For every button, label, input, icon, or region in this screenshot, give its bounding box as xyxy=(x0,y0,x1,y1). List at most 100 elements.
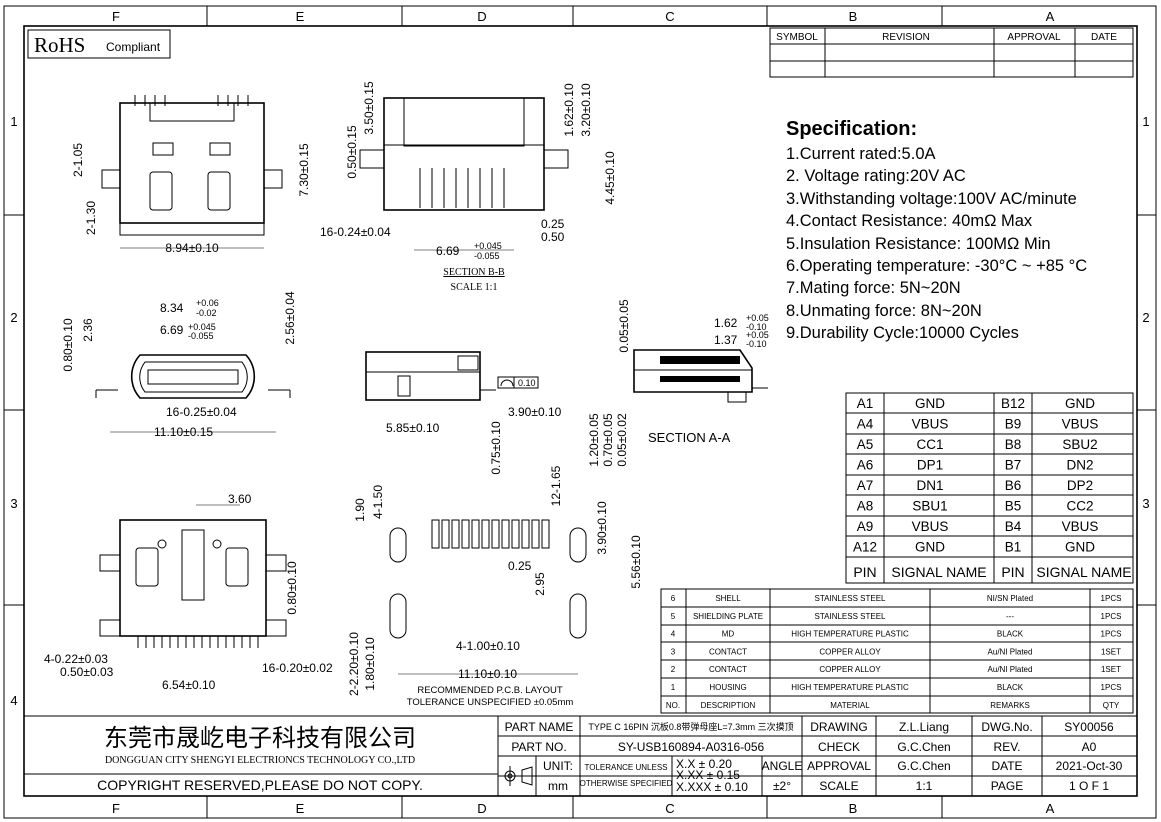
pcb-layout-view xyxy=(389,519,587,675)
pin-id: B1 xyxy=(1005,540,1022,555)
scale-value: 1:1 xyxy=(916,779,933,793)
zone-col-label: C xyxy=(665,801,674,816)
bom-cell: SHIELDING PLATE xyxy=(693,612,763,621)
part-no-label: PART NO. xyxy=(511,740,566,754)
spec-item: 4.Contact Resistance: 40mΩ Max xyxy=(786,212,1033,231)
outer-frame xyxy=(3,5,1157,819)
spec-item: 7.Mating force: 5N~20N xyxy=(786,279,961,298)
dim-label: 1.62 xyxy=(714,316,738,330)
bom-header: QTY xyxy=(1103,701,1120,710)
spec-item: 6.Operating temperature: -30°C ~ +85 °C xyxy=(786,257,1088,276)
dim-label: 2-1.05 xyxy=(71,143,85,177)
bom-cell: 1SET xyxy=(1101,647,1121,656)
section-bb-scale: SCALE 1:1 xyxy=(451,282,498,293)
zone-col-label: F xyxy=(112,9,120,24)
side-view xyxy=(365,351,539,401)
zone-col-label: A xyxy=(1046,9,1055,24)
dim-label: 0.25 xyxy=(541,217,565,231)
dim-label: 0.80±0.10 xyxy=(61,318,75,372)
dim-tol: +0.05 xyxy=(746,330,769,340)
pin-signal: DN2 xyxy=(1066,458,1093,473)
dim-label: 1.62±0.10 xyxy=(562,83,576,137)
pin-id: B4 xyxy=(1005,519,1022,534)
rev-header: SYMBOL xyxy=(776,32,818,43)
rohs-box xyxy=(27,29,171,59)
spec-item: 2. Voltage rating:20V AC xyxy=(786,167,966,186)
page-value: 1 O F 1 xyxy=(1069,779,1109,793)
pin-id: B12 xyxy=(1001,396,1025,411)
bom-cell: 2 xyxy=(671,665,676,674)
bom-cell: 1SET xyxy=(1101,665,1121,674)
part-name-label: PART NAME xyxy=(505,720,574,734)
zone-row-label: 3 xyxy=(10,496,17,511)
zone-col-label: B xyxy=(849,9,858,24)
tolerance-value: X.X ± 0.20 xyxy=(676,757,732,771)
dim-label: 4.45±0.10 xyxy=(603,151,617,205)
rev-header: APPROVAL xyxy=(1007,32,1061,43)
bom-cell: BLACK xyxy=(997,630,1024,639)
zone-col-label: D xyxy=(477,9,486,24)
pcb-tolerance: TOLERANCE UNSPECIFIED ±0.05mm xyxy=(407,697,574,708)
bom-cell: 3 xyxy=(671,647,676,656)
zone-row-label: 4 xyxy=(10,693,17,708)
bom-cell: HIGH TEMPERATURE PLASTIC xyxy=(791,630,909,639)
pin-header: PIN xyxy=(1001,564,1024,580)
pin-id: A12 xyxy=(853,540,877,555)
bom-cell: COPPER ALLOY xyxy=(819,665,881,674)
dim-label: 3.90±0.10 xyxy=(595,501,609,555)
pin-signal: CC1 xyxy=(916,437,943,452)
dim-tol: -0.055 xyxy=(188,331,214,341)
flatness-value: 0.10 xyxy=(518,378,536,388)
dim-label: 12-1.65 xyxy=(549,465,563,506)
dim-label: 0.75±0.10 xyxy=(489,421,503,475)
bom-cell: 1PCS xyxy=(1101,683,1122,692)
check-label: CHECK xyxy=(818,740,860,754)
dim-label: 8.34 xyxy=(160,301,184,315)
dim-tol: +0.05 xyxy=(746,313,769,323)
pin-signal: SBU1 xyxy=(912,499,947,514)
pin-signal: GND xyxy=(915,540,945,555)
bom-header: DESCRIPTION xyxy=(701,701,756,710)
zone-col-label: A xyxy=(1046,801,1055,816)
scale-label: SCALE xyxy=(819,779,858,793)
pin-signal: DP1 xyxy=(917,458,943,473)
dwg-no: SY00056 xyxy=(1064,720,1114,734)
dim-label: 6.69 xyxy=(160,323,184,337)
unit-value: mm xyxy=(548,779,568,793)
dim-label: 2-1.30 xyxy=(84,201,98,235)
spec-item: 8.Unmating force: 8N~20N xyxy=(786,301,982,320)
rev-header: REVISION xyxy=(882,32,930,43)
dim-label: 2.36 xyxy=(81,318,95,342)
pin-id: B8 xyxy=(1005,437,1022,452)
dim-tol: -0.10 xyxy=(746,339,767,349)
front-view xyxy=(95,354,291,433)
check-by: G.C.Chen xyxy=(897,740,950,754)
bom-cell: 1 xyxy=(671,683,676,692)
bom-table xyxy=(660,588,1134,714)
pin-id: B6 xyxy=(1005,478,1022,493)
pin-signal: GND xyxy=(1065,540,1095,555)
bom-header: NO. xyxy=(666,701,680,710)
bom-cell: NI/SN Plated xyxy=(987,594,1033,603)
dim-label: 2.56±0.04 xyxy=(283,291,297,345)
company-name-en: DONGGUAN CITY SHENGYI ELECTRIONCS TECHNO… xyxy=(105,755,415,766)
dim-label: 1.37 xyxy=(714,333,738,347)
zone-col-label: E xyxy=(296,9,305,24)
bom-cell: CONTACT xyxy=(709,647,747,656)
pin-header: SIGNAL NAME xyxy=(1036,564,1131,580)
dim-tol: +0.06 xyxy=(196,298,219,308)
rev-value: A0 xyxy=(1082,740,1097,754)
angle-value: ±2° xyxy=(773,779,791,793)
pin-id: A8 xyxy=(857,499,874,514)
dim-label: 0.25 xyxy=(508,559,532,573)
zone-row-label: 1 xyxy=(1142,114,1149,129)
dim-label: 7.30±0.15 xyxy=(297,143,311,197)
dim-tol: +0.045 xyxy=(474,241,502,251)
part-no: SY-USB160894-A0316-056 xyxy=(618,740,765,754)
zone-col-label: F xyxy=(112,801,120,816)
pin-header: SIGNAL NAME xyxy=(891,564,986,580)
pin-id: A1 xyxy=(857,396,874,411)
spec-item: 5.Insulation Resistance: 100MΩ Min xyxy=(786,234,1051,253)
bom-cell: HOUSING xyxy=(709,683,746,692)
